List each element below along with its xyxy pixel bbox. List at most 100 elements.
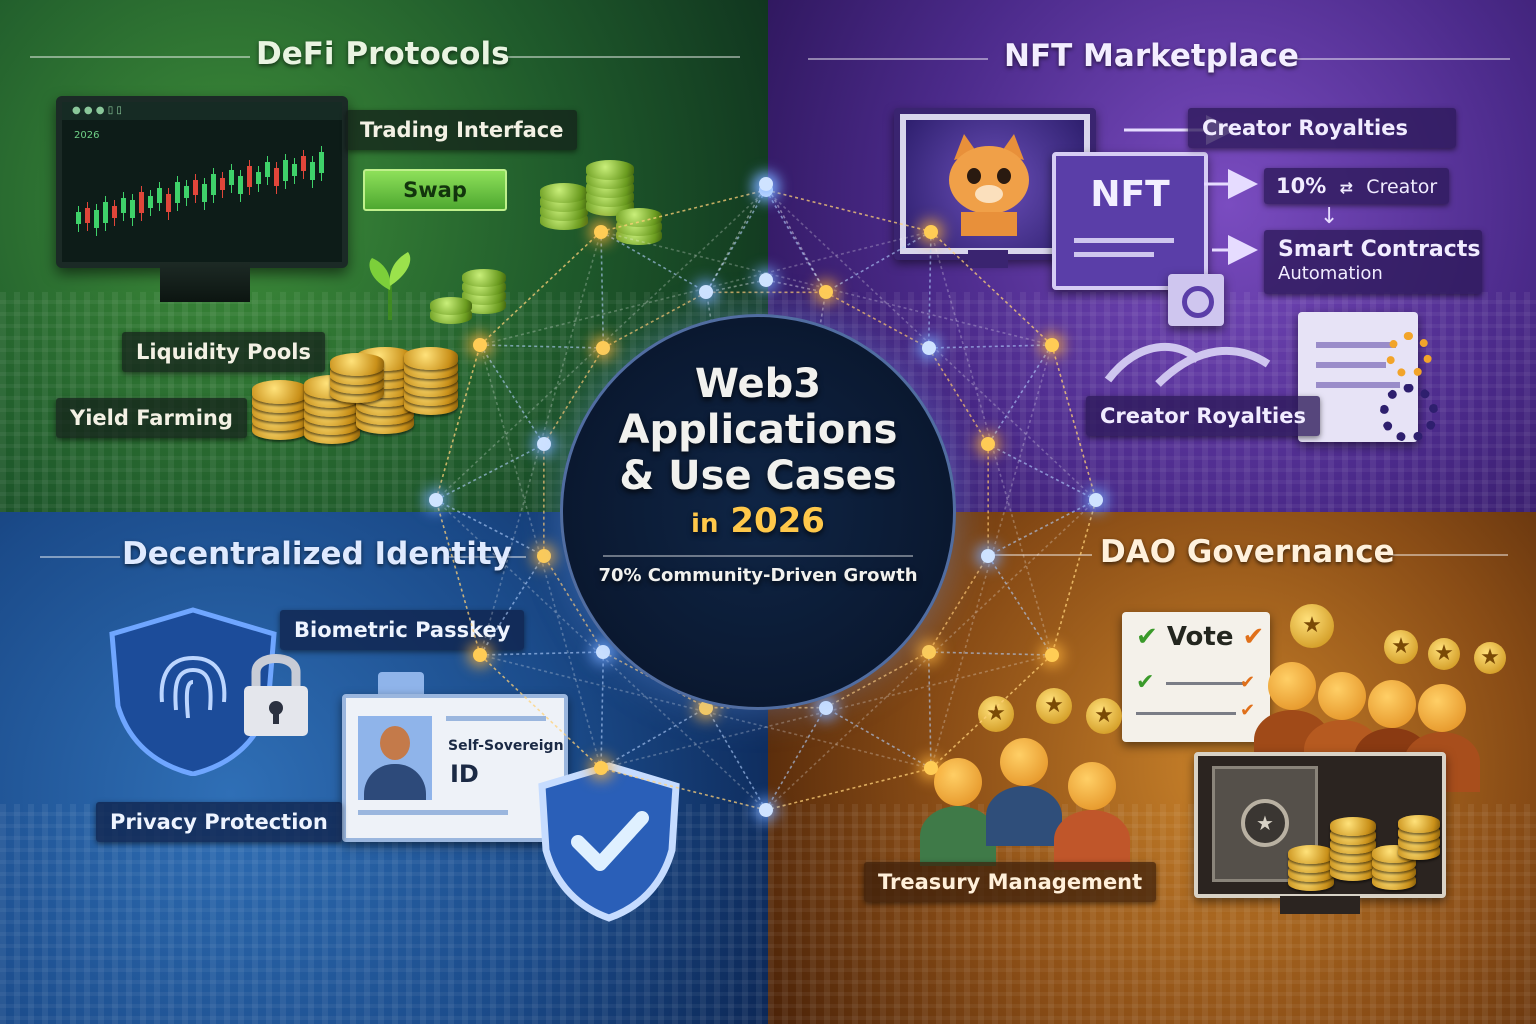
gear-icon [1386,332,1432,378]
network-node [981,437,996,452]
card-line [358,810,508,815]
gear-icon [1380,384,1438,442]
network-node [596,645,611,660]
fingerprint-shield-icon [109,607,277,776]
biometric-passkey-label: Biometric Passkey [280,610,525,650]
id-text: ID [450,760,479,788]
network-node [594,761,608,776]
royalty-percent: 10% [1276,174,1327,198]
network-node [1044,338,1059,352]
coin [330,353,384,376]
down-arrow-icon: ↓ [1320,204,1339,229]
creator-royalties-bottom-label: Creator Royalties [1086,396,1320,436]
title-line-1: Web3 [694,361,822,407]
network-node [594,224,608,239]
gear-tile [1168,274,1224,326]
doc-line [1316,362,1386,368]
vault-dial-icon: ★ [1241,799,1289,847]
nft-title: NFT Marketplace [1004,38,1299,74]
privacy-protection-label: Privacy Protection [96,802,342,842]
monitor-tag: ● ● ● ▯ ▯ [62,102,342,120]
vote-card: ✔ Vote ✔ ✔ ✔ ✔ [1122,612,1270,742]
member-body [1054,810,1130,870]
avatar [358,716,432,800]
smart-contracts-text: Smart Contracts [1278,237,1481,262]
network-node [818,285,833,300]
coin [540,183,588,204]
vote-text: Vote [1166,622,1234,652]
network-node [596,340,611,355]
network-node [473,648,488,662]
center-title-circle: Web3 Applications & Use Cases in 2026 70… [560,314,956,710]
network-node [921,645,936,660]
check-icon: ✔ [1240,672,1256,693]
divider [603,555,913,557]
card-line [1074,252,1154,257]
coin [1330,817,1376,837]
member-head [1318,672,1366,720]
check-icon: ✔ [1136,670,1155,695]
curved-arrows [1104,343,1271,387]
coin [430,297,472,315]
title-line-2: Applications [618,407,898,453]
star-icon: ★ [1086,698,1122,734]
network-node [536,548,551,563]
network-node [924,761,938,776]
title-line-3: & Use Cases [619,453,897,499]
swap-arrow-icon: ⇄ [1339,178,1353,197]
frame-stand [968,250,1008,268]
check-icon: ✔ [1242,622,1265,652]
star-icon: ★ [978,696,1014,732]
monitor-stand [1280,896,1360,914]
star-icon: ★ [1474,642,1506,674]
candlestick-chart: 2026 [74,130,324,236]
trading-interface-label: Trading Interface [346,110,578,150]
title-year-line: in 2026 [563,501,953,541]
automation-text: Automation [1278,263,1383,284]
royalty-split: 10% ⇄ Creator [1264,168,1450,204]
title-in: in [691,509,719,539]
gear-icon [1182,286,1214,318]
coin [462,269,506,288]
member-head [1368,680,1416,728]
network-node [429,493,443,507]
check-icon: ✔ [1136,622,1158,652]
royalty-creator: Creator [1366,176,1438,198]
network-node [759,177,773,191]
vote-line [1166,682,1246,685]
lock-icon [244,654,308,736]
growth-subtitle: 70% Community-Driven Growth [598,565,918,586]
nft-card-label: NFT [1090,174,1170,215]
title-rule [1388,554,1508,556]
title-year: 2026 [730,501,825,541]
star-icon: ★ [1384,630,1418,664]
title-rule [808,58,988,60]
member-body [920,806,996,866]
sprout-icon [369,252,411,320]
avatar-body [364,764,426,800]
card-line [1074,238,1174,243]
nft-card: NFT [1052,152,1208,290]
title-rule [986,554,1092,556]
self-sovereign-text: Self-Sovereign [448,738,564,754]
network-node [473,338,488,352]
title-rule [500,56,740,58]
network-node [818,700,833,715]
swap-button[interactable]: Swap [363,169,507,211]
star-icon: ★ [1428,638,1460,670]
creator-royalties-top-label: Creator Royalties [1188,108,1456,148]
card-line [446,716,546,721]
network-node [921,340,936,355]
network-node [924,224,938,239]
member-head [1000,738,1048,786]
monitor-stand [160,262,250,302]
check-icon: ✔ [1240,700,1256,721]
smart-contracts-label: Smart Contracts Automation [1264,230,1482,294]
coin [252,380,308,404]
yield-farming-label: Yield Farming [56,398,247,438]
avatar-head [380,726,410,760]
member-head [934,758,982,806]
member-head [1268,662,1316,710]
member-head [1068,762,1116,810]
member-head [1418,684,1466,732]
